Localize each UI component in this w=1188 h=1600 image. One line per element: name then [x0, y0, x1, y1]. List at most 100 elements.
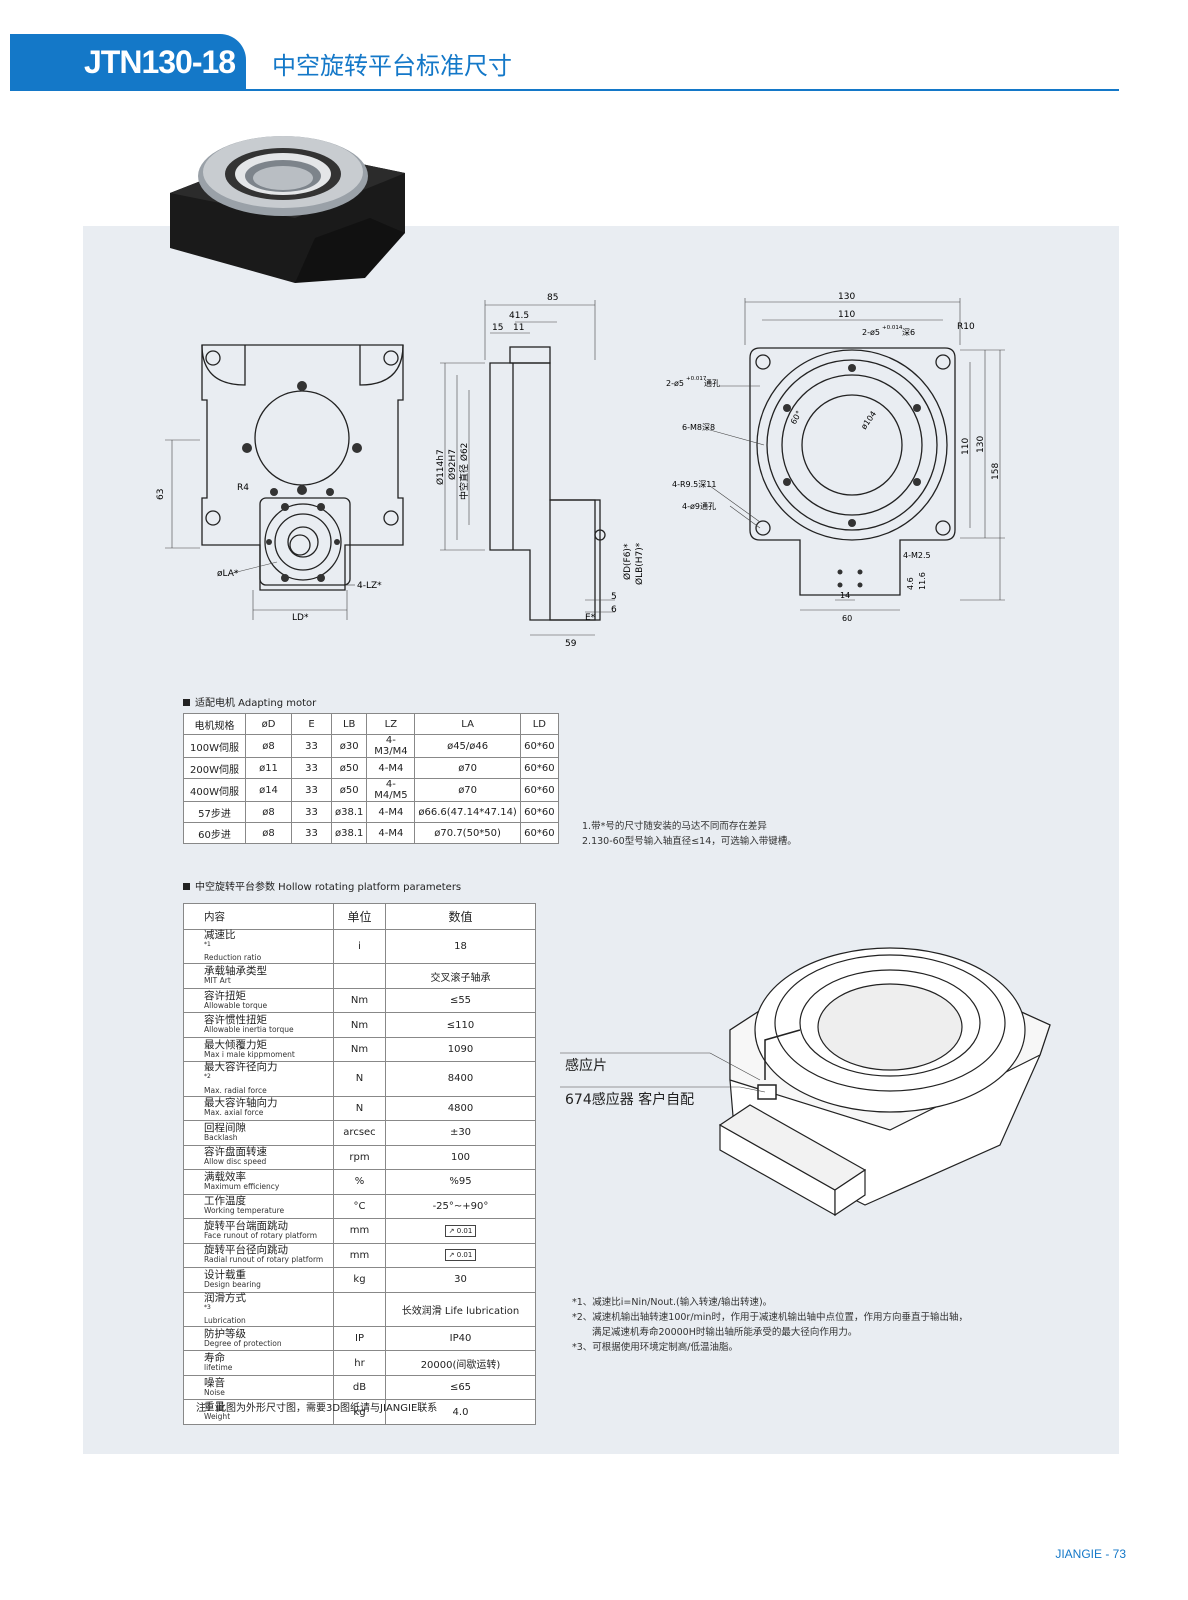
param-name-cn: 最大倾覆力矩 [204, 1038, 267, 1051]
dim-62: 中空直径 Ø62 [458, 443, 470, 500]
param-name-en: MIT Art [204, 976, 231, 986]
param-name-cn: 承载轴承类型 [204, 965, 267, 978]
param-name-cn: 容许惯性扭矩 [204, 1014, 267, 1027]
param-value-cell: 交叉滚子轴承 [385, 963, 536, 989]
dim-m2-5: 4-M2.5 [903, 551, 931, 560]
drawing-note: 注：此图为外形尺寸图，需要3D图纸请与JIANGIE联系 [196, 1403, 438, 1414]
dim-holes9: 4-ø9通孔 [682, 501, 716, 511]
param-name-en: Face runout of rotary platform [204, 1230, 318, 1240]
param-value-cell: 30 [385, 1267, 536, 1293]
param-unit-cell: IP [333, 1325, 386, 1352]
footnote-line: 满足减速机寿命20000H时输出轴所能承受的最大径向作用力。 [592, 1327, 858, 1338]
param-table-title: 中空旋转平台参数 Hollow rotating platform parame… [183, 878, 461, 893]
table-cell: ø66.6(47.14*47.14) [414, 801, 521, 823]
table-cell: ø50 [330, 757, 368, 779]
param-value-cell: ↗ 0.01 [385, 1218, 536, 1244]
param-name-en: Allow disc speed [204, 1157, 267, 1167]
param-unit-cell: N [333, 1095, 386, 1122]
table-header: 内容 [183, 903, 334, 930]
param-name-cn: 减速比 [204, 929, 236, 941]
dim-pin-left-tol: +0.017 [686, 376, 707, 382]
param-name-en: Allowable torque [204, 1000, 268, 1010]
dim-6: 6 [611, 605, 617, 615]
param-unit-cell: Nm [333, 1036, 386, 1063]
dim-pin-left: 2-ø5 [666, 379, 684, 388]
footnote-line: *2、减速机输出轴转速100r/min时，作用于减速机输出轴中点位置，作用方向垂… [572, 1312, 968, 1323]
dim-41-5: 41.5 [509, 311, 529, 321]
dim-14: 14 [840, 591, 850, 600]
param-name-cn: 重量 [204, 1401, 225, 1414]
motor-notes: 1.带*号的尺寸随安装的马达不同而存在差异 2.130-60型号输入轴直径≤14… [582, 819, 797, 849]
param-name-cn: 旋转平台径向跳动 [204, 1244, 288, 1257]
table-cell: 33 [291, 778, 332, 802]
footnotes: *1、减速比i=Nin/Nout.(输入转速/输出转速)。 *2、减速机输出轴转… [572, 1295, 968, 1355]
param-name-cn: 设计载重 [204, 1268, 246, 1281]
table-cell: ø30 [330, 734, 368, 758]
product-photo [165, 128, 410, 288]
header-rule [246, 89, 1119, 91]
dim-60: 60 [842, 614, 852, 623]
table-cell: 200W伺服 [183, 757, 246, 779]
param-name-cn: 旋转平台端面跳动 [204, 1219, 288, 1232]
param-unit-cell: arcsec [333, 1120, 386, 1146]
dim-pin-right: 2-ø5 [862, 328, 880, 337]
runout-symbol-icon: ↗ 0.01 [444, 1249, 477, 1262]
dim-r10: R10 [957, 322, 975, 332]
table-header: LZ [366, 713, 416, 735]
dim-59: 59 [565, 639, 577, 649]
table-header: 数值 [385, 903, 536, 930]
param-unit-cell: Nm [333, 1012, 386, 1038]
param-name-en: Design bearing [204, 1279, 261, 1289]
param-footnote-mark: *1 [204, 941, 211, 948]
table-header: LB [330, 713, 368, 735]
param-name-en: Degree of protection [204, 1338, 282, 1348]
table-cell: 33 [291, 734, 332, 758]
table-cell: 4-M4/M5 [366, 778, 416, 802]
table-header: LA [414, 713, 521, 735]
dim-92: Ø92H7 [447, 449, 458, 480]
dim-lb: ØLB(H7)* [634, 542, 645, 585]
table-header: 电机规格 [183, 713, 246, 735]
dim-r9-5: 4-R9.5深11 [672, 480, 716, 489]
param-value-cell: ≤55 [385, 987, 536, 1014]
param-unit-cell: i [333, 928, 386, 965]
footnote-line: *1、减速比i=Nin/Nout.(输入转速/输出转速)。 [572, 1297, 773, 1308]
table-cell: 33 [291, 757, 332, 779]
param-value: 0.01 [456, 1251, 473, 1260]
param-footnote-mark: *3 [204, 1303, 211, 1311]
param-unit-cell: N [333, 1061, 386, 1097]
param-value-cell: 1090 [385, 1036, 536, 1063]
param-unit-cell [333, 963, 386, 989]
model-number: JTN130-18 [84, 44, 236, 80]
bullet-square-icon [183, 699, 190, 706]
param-value-cell: ±30 [385, 1120, 536, 1146]
dim-m8: 6-M8深8 [682, 423, 715, 432]
bullet-square-icon [183, 883, 190, 890]
param-name-cn: 润滑方式 [204, 1291, 246, 1304]
dim-11-6: 11.6 [918, 572, 927, 590]
param-name-en: Maximum efficiency [204, 1181, 280, 1191]
front-view-drawing: 63 R4 øLA* 4-LZ* LD* [155, 340, 420, 630]
table-cell: ø70.7(50*50) [414, 822, 521, 844]
